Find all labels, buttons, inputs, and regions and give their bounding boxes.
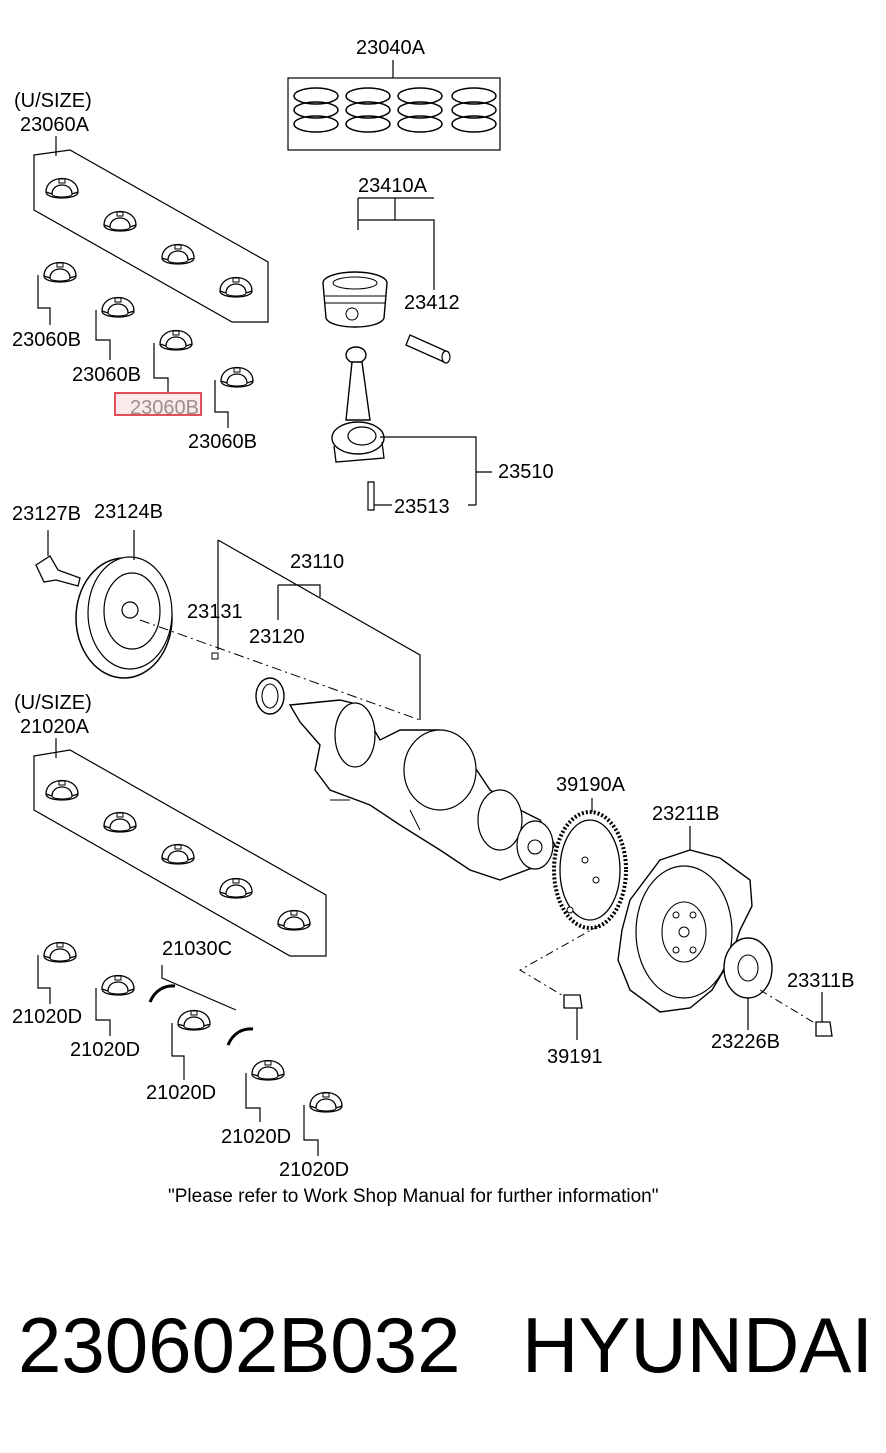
label-pulley-bolt: 23127B xyxy=(12,503,81,525)
label-plate: 23226B xyxy=(711,1031,780,1053)
label-main-bearing-b: 21020D xyxy=(70,1039,141,1061)
label-main-bearing-e: 21020D xyxy=(279,1159,350,1181)
label-flywheel-bolt: 23311B xyxy=(787,970,855,992)
label-piston-assembly: 23410A xyxy=(358,175,427,197)
label-piston-pin: 23412 xyxy=(404,292,460,314)
label-ring-gear-bolt: 39191 xyxy=(547,1046,603,1068)
label-upper-bearing-size: (U/SIZE) xyxy=(14,90,92,112)
lower-bearing-set xyxy=(33,738,327,957)
main-bearings xyxy=(37,941,343,1156)
piston-ring-set xyxy=(287,60,501,151)
brand-name: HYUNDAI xyxy=(522,1301,874,1389)
label-thrust-washer: 21030C xyxy=(162,938,233,960)
label-connecting-rod: 23510 xyxy=(498,461,554,483)
label-main-bearing-c: 21020D xyxy=(146,1082,217,1104)
thrust-washers xyxy=(148,965,254,1046)
label-lower-bearing-size: (U/SIZE) xyxy=(14,692,92,714)
connecting-rod xyxy=(331,346,492,511)
label-upper-bearing-a: 23060B xyxy=(12,329,81,351)
adapter-plate xyxy=(723,937,833,1037)
ring-gear xyxy=(519,798,628,1040)
label-upper-bearing-selected: 23060B xyxy=(130,397,199,419)
label-rod-bolt: 23513 xyxy=(394,496,450,518)
label-main-bearing-a: 21020D xyxy=(12,1006,83,1028)
manual-note: "Please refer to Work Shop Manual for fu… xyxy=(168,1186,659,1207)
label-flywheel: 23211B xyxy=(652,803,720,825)
damper-pulley xyxy=(35,530,421,721)
label-crankshaft: 23110 xyxy=(290,551,345,573)
label-key: 23131 xyxy=(187,601,243,623)
label-damper-pulley: 23124B xyxy=(94,501,163,523)
label-sprocket: 23120 xyxy=(249,626,305,648)
label-main-bearing-d: 21020D xyxy=(221,1126,292,1148)
upper-bearing-set xyxy=(33,136,269,323)
selected-part-highlight[interactable] xyxy=(114,392,202,416)
label-upper-bearing-set: 23060A xyxy=(20,114,89,136)
flywheel xyxy=(617,826,753,1013)
label-ring-set: 23040A xyxy=(356,37,425,59)
upper-bearings xyxy=(37,261,254,428)
label-upper-bearing-b: 23060B xyxy=(72,364,141,386)
label-upper-bearing-c: 23060B xyxy=(188,431,257,453)
crankshaft xyxy=(211,539,556,881)
label-lower-bearing-set: 21020A xyxy=(20,716,89,738)
label-ring-gear: 39190A xyxy=(556,774,625,796)
part-number: 230602B032 xyxy=(18,1301,461,1389)
piston-assembly xyxy=(322,197,451,364)
